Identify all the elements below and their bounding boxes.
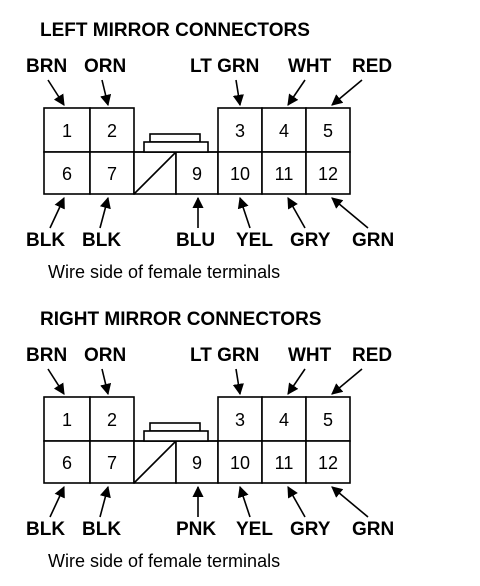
left-wire-label-pin1: BRN [26,56,67,77]
right-wire-label-pin11: GRY [290,519,331,540]
right-mirror-connector: RIGHT MIRROR CONNECTORS BRN ORN LT GRN W… [26,309,394,571]
right-wire-label-pin3: LT GRN [190,345,259,366]
left-cavity-1 [43,107,91,153]
right-pin-3: 3 [235,410,245,430]
right-pin-7: 7 [107,453,117,473]
right-wire-label-pin6: BLK [26,519,65,540]
left-cavity-12 [305,151,351,195]
right-cavity-9 [175,440,219,484]
right-pin-10: 10 [230,453,250,473]
right-arrow-pin6 [49,485,65,518]
right-cavity-1 [43,396,91,442]
right-lock-tab-top [149,422,201,432]
left-arrow-pin11 [287,197,306,229]
left-arrow-pin10 [237,196,251,229]
right-cavity-4 [261,396,307,442]
right-pin-1: 1 [62,410,72,430]
right-wire-label-pin12: GRN [352,519,394,540]
right-pin-4: 4 [279,410,289,430]
right-cavity-6 [43,440,91,484]
left-wire-label-pin3: LT GRN [190,56,259,77]
right-wire-label-pin9: PNK [176,519,216,540]
right-lock-tab-base [143,430,209,442]
left-wire-label-pin9: BLU [176,230,215,251]
left-connector-caption: Wire side of female terminals [48,262,280,282]
left-arrow-pin2 [100,79,112,107]
left-cavity-9 [175,151,219,195]
right-pin-2: 2 [107,410,117,430]
left-pin-12: 12 [318,164,338,184]
left-arrow-pin7 [99,196,111,229]
right-pin-12: 12 [318,453,338,473]
left-pin-3: 3 [235,121,245,141]
right-arrow-pin12 [331,486,369,518]
right-arrow-pin10 [237,485,251,518]
left-pin-5: 5 [323,121,333,141]
left-pin-2: 2 [107,121,117,141]
right-cavity-2 [89,396,135,442]
left-lock-tab-top [149,133,201,143]
right-wire-label-pin1: BRN [26,345,67,366]
left-pin-1: 1 [62,121,72,141]
right-wire-label-pin2: ORN [84,345,126,366]
right-cavity-3 [217,396,263,442]
right-connector-caption: Wire side of female terminals [48,551,280,571]
right-blank-cavity-slash [133,440,177,484]
left-mirror-connector: LEFT MIRROR CONNECTORS BRN ORN LT GRN WH… [26,20,394,282]
right-cavity-12 [305,440,351,484]
right-wire-label-pin4: WHT [288,345,332,366]
right-arrow-pin2 [100,368,112,396]
right-arrow-pin1 [47,368,65,395]
left-cavity-6 [43,151,91,195]
left-pin-7: 7 [107,164,117,184]
left-arrow-pin1 [47,79,65,106]
right-pin-11: 11 [275,453,294,473]
right-wire-label-pin7: BLK [82,519,121,540]
right-pin-6: 6 [62,453,72,473]
left-arrow-pin4 [287,79,306,106]
right-cavity-7 [89,440,135,484]
right-arrow-pin7 [99,485,111,518]
right-cavity-10 [217,440,263,484]
left-pin-10: 10 [230,164,250,184]
right-wire-label-pin10: YEL [236,519,273,540]
left-cavity-11 [261,151,307,195]
right-pin-9: 9 [192,453,202,473]
left-wire-label-pin2: ORN [84,56,126,77]
left-blank-cavity-slash [133,151,177,195]
right-wire-label-pin5: RED [352,345,392,366]
left-arrow-pin3 [232,79,244,107]
left-cavity-10 [217,151,263,195]
left-connector-title: LEFT MIRROR CONNECTORS [40,20,310,41]
left-lock-tab-base [143,141,209,153]
left-pin-11: 11 [275,164,294,184]
left-arrow-pin5 [331,79,363,106]
left-cavity-7 [89,151,135,195]
left-wire-label-pin5: RED [352,56,392,77]
left-wire-label-pin7: BLK [82,230,121,251]
left-pin-4: 4 [279,121,289,141]
left-pin-9: 9 [192,164,202,184]
left-wire-label-pin11: GRY [290,230,331,251]
left-wire-label-pin10: YEL [236,230,273,251]
left-wire-label-pin12: GRN [352,230,394,251]
left-arrow-pin6 [49,196,65,229]
right-arrow-pin11 [287,486,306,518]
left-wire-label-pin6: BLK [26,230,65,251]
left-wire-label-pin4: WHT [288,56,332,77]
right-arrow-pin4 [287,368,306,395]
left-arrow-pin12 [331,197,369,229]
right-cavity-5 [305,396,351,442]
right-arrow-pin5 [331,368,363,395]
right-arrow-pin3 [232,368,244,396]
right-pin-5: 5 [323,410,333,430]
right-connector-title: RIGHT MIRROR CONNECTORS [40,309,321,330]
left-pin-6: 6 [62,164,72,184]
